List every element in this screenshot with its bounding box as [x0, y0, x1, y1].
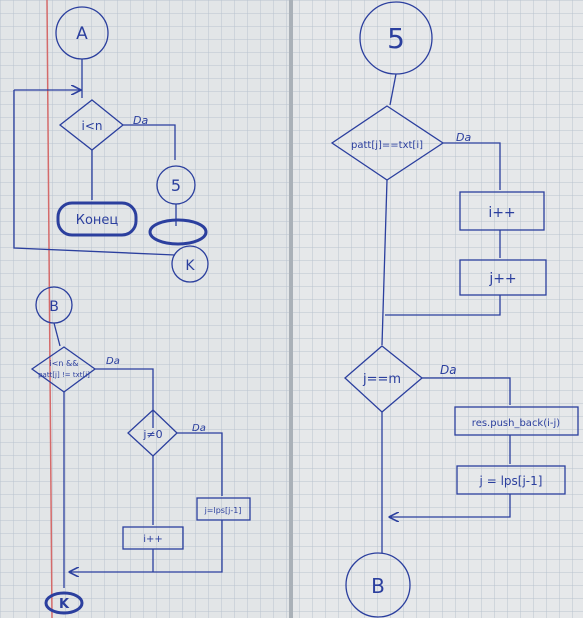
process-b-assign	[196, 497, 251, 521]
decision-b-label-line1: i<n &&	[49, 359, 78, 368]
decision-right-yes-label-2: Da	[440, 363, 457, 377]
decision-b-inner-label: j≠0	[142, 428, 162, 441]
connector-b-right	[345, 552, 411, 618]
process-right-push-label: res.push_back(i-j)	[472, 418, 560, 429]
process-b-assign-label: j=lps[j-1]	[204, 506, 242, 515]
terminator-end-a-label: Конец	[76, 213, 119, 228]
page-fold	[289, 0, 293, 618]
decision-a-yes-label: Da	[133, 114, 148, 127]
process-right-lps-label: j = lps[j-1]	[479, 474, 543, 488]
connector-b-right-label: B	[371, 574, 385, 598]
right-page	[293, 0, 583, 618]
terminator-k-b-scribble	[44, 591, 84, 615]
connector-5-right-label: 5	[387, 22, 405, 55]
connector-k-a	[171, 245, 209, 283]
process-right-push	[454, 406, 579, 436]
process-b-increment-label: i++	[143, 534, 163, 545]
terminator-end-a	[56, 201, 138, 237]
connector-a-5-label: 5	[171, 176, 181, 195]
decision-right-label-2: j==m	[362, 372, 401, 387]
terminator-k-b-label: K	[59, 597, 70, 612]
process-right-i-inc-label: i++	[488, 205, 515, 221]
process-right-j-inc-label: j++	[488, 271, 516, 287]
process-right-i-inc	[459, 191, 545, 231]
decision-b-inner-yes-label: Da	[192, 423, 206, 434]
connector-b-label: B	[49, 299, 59, 315]
decision-right-yes-label: Da	[456, 131, 471, 144]
margin-line	[46, 0, 53, 618]
connector-a-label: A	[76, 24, 88, 44]
decision-b-label-line2: patt[j] != txt[i]	[38, 371, 90, 379]
terminator-k-a-scribble	[148, 218, 208, 246]
process-right-j-inc	[459, 259, 547, 296]
connector-k-a-label: K	[185, 258, 195, 274]
decision-a-label: i<n	[82, 119, 103, 133]
left-page	[0, 0, 290, 618]
decision-right-label: patt[j]==txt[i]	[351, 140, 423, 151]
decision-b-yes-label: Da	[106, 356, 120, 367]
process-right-lps	[456, 465, 566, 495]
